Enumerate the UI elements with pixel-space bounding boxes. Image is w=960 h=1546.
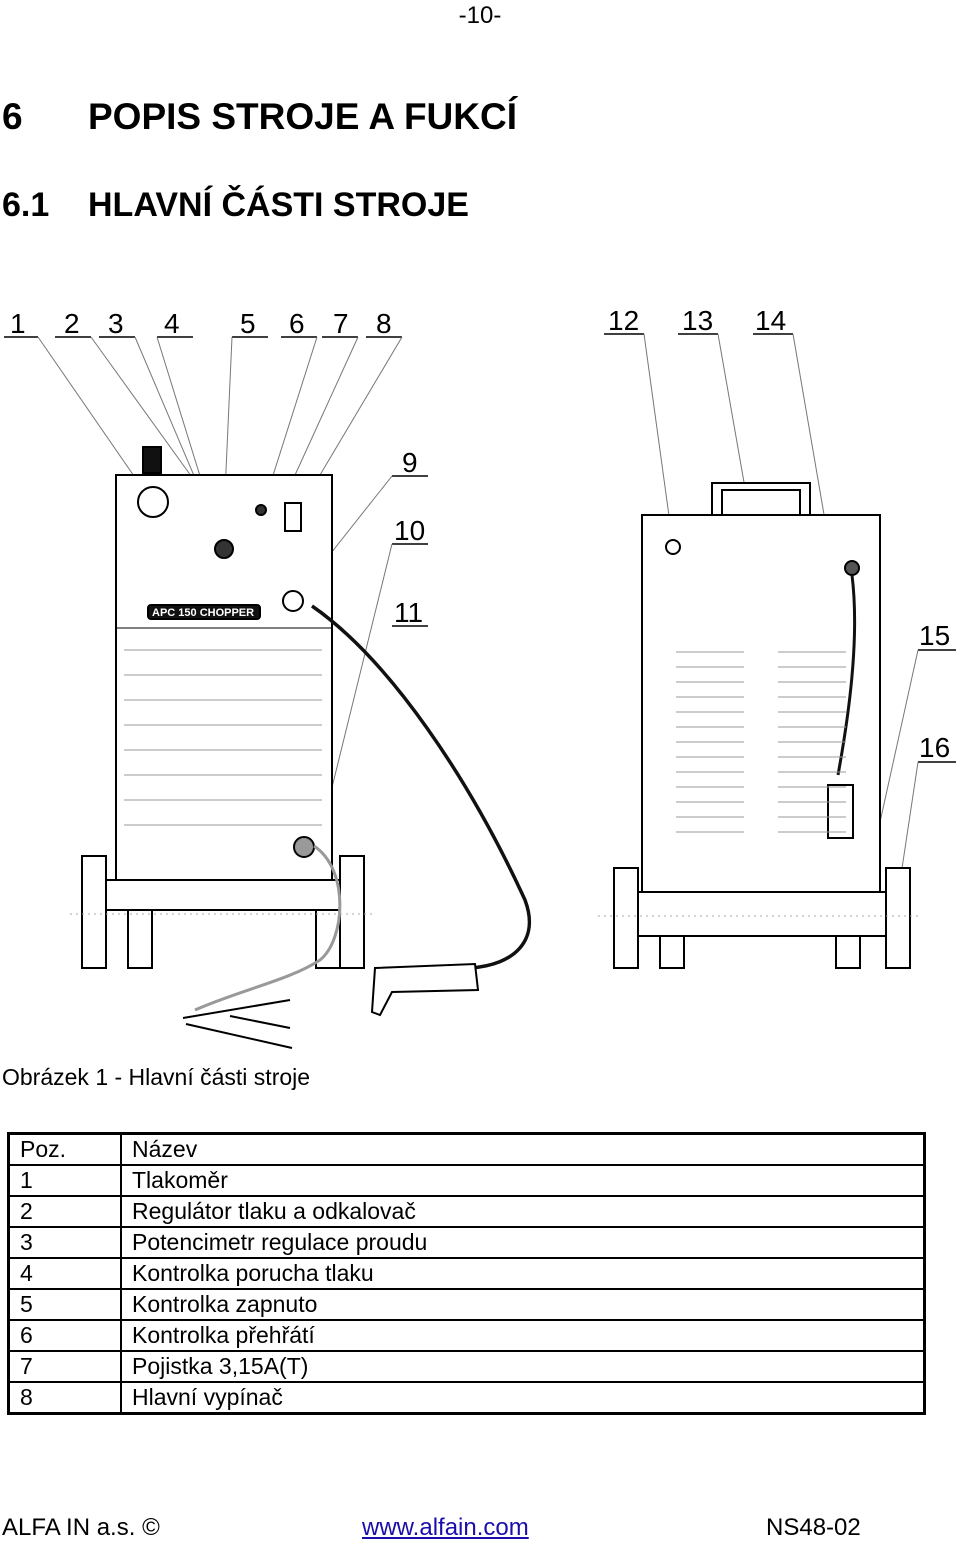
ground-clamp — [182, 999, 293, 1049]
callout-10: 10 — [394, 515, 425, 546]
table-row: 1 Tlakoměr — [8, 1164, 925, 1197]
callout-9: 9 — [402, 447, 418, 478]
row-position: 5 — [8, 1288, 122, 1321]
callout-12: 12 — [608, 305, 639, 336]
callout-1: 1 — [10, 308, 26, 339]
row-name: Pojistka 3,15A(T) — [120, 1350, 925, 1383]
heading2-number: 6.1 — [2, 186, 50, 224]
figure-caption: Obrázek 1 - Hlavní části stroje — [2, 1064, 311, 1090]
table-row: 8 Hlavní vypínač — [8, 1381, 925, 1415]
header-position: Poz. — [8, 1132, 122, 1166]
footer-company: ALFA IN a.s. © — [2, 1514, 160, 1541]
front-vent-lines — [124, 649, 322, 826]
callout-14: 14 — [755, 305, 786, 336]
row-position: 7 — [8, 1350, 122, 1383]
table-header-row: Poz. Název — [8, 1132, 925, 1166]
callout-11: 11 — [394, 597, 423, 628]
row-name: Kontrolka přehřátí — [120, 1319, 925, 1352]
table-row: 7 Pojistka 3,15A(T) — [8, 1350, 925, 1383]
heading1-number: 6 — [2, 96, 23, 137]
row-name: Tlakoměr — [120, 1164, 925, 1197]
heading1-title: POPIS STROJE A FUKCÍ — [88, 96, 517, 137]
table-row: 6 Kontrolka přehřátí — [8, 1319, 925, 1352]
callout-labels: 1 2 3 4 5 6 7 8 9 10 11 12 13 14 15 16 — [10, 305, 950, 763]
page-number: -10- — [458, 2, 502, 29]
torch-cable — [311, 604, 532, 970]
callout-16: 16 — [919, 732, 950, 763]
back-vent-lines — [676, 651, 846, 833]
row-position: 8 — [8, 1381, 122, 1415]
callout-7: 7 — [333, 308, 349, 339]
row-name: Kontrolka porucha tlaku — [120, 1257, 925, 1290]
panel-label: APC 150 CHOPPER — [152, 607, 254, 619]
row-name: Regulátor tlaku a odkalovač — [120, 1195, 925, 1228]
row-position: 3 — [8, 1226, 122, 1259]
callout-2: 2 — [64, 308, 80, 339]
row-position: 4 — [8, 1257, 122, 1290]
row-position: 1 — [8, 1164, 122, 1197]
machine-front — [81, 446, 365, 969]
header-name: Název — [120, 1132, 925, 1166]
callout-underlines — [4, 333, 956, 763]
callout-15: 15 — [919, 620, 950, 651]
callout-8: 8 — [376, 308, 392, 339]
heading2-title: HLAVNÍ ČÁSTI STROJE — [88, 186, 469, 224]
footer-doc-code: NS48-02 — [766, 1514, 861, 1541]
row-position: 2 — [8, 1195, 122, 1228]
ground-cable — [194, 844, 342, 1012]
parts-table: Poz. Název 1 Tlakoměr 2 Regulátor tlaku … — [7, 1132, 926, 1415]
table-row: 4 Kontrolka porucha tlaku — [8, 1257, 925, 1290]
table-row: 2 Regulátor tlaku a odkalovač — [8, 1195, 925, 1228]
callout-5: 5 — [240, 308, 256, 339]
row-position: 6 — [8, 1319, 122, 1352]
row-name: Potencimetr regulace proudu — [120, 1226, 925, 1259]
footer-website-link[interactable]: www.alfain.com — [362, 1514, 529, 1541]
callout-4: 4 — [164, 308, 180, 339]
machine-back — [613, 482, 911, 969]
callout-6: 6 — [289, 308, 305, 339]
table-row: 3 Potencimetr regulace proudu — [8, 1226, 925, 1259]
row-name: Kontrolka zapnuto — [120, 1288, 925, 1321]
callout-3: 3 — [108, 308, 124, 339]
machine-diagram: 1 2 3 4 5 6 7 8 9 10 11 12 13 14 15 16 — [4, 305, 956, 1049]
callout-13: 13 — [682, 305, 713, 336]
row-name: Hlavní vypínač — [120, 1381, 925, 1415]
torch — [370, 962, 480, 1017]
table-row: 5 Kontrolka zapnuto — [8, 1288, 925, 1321]
